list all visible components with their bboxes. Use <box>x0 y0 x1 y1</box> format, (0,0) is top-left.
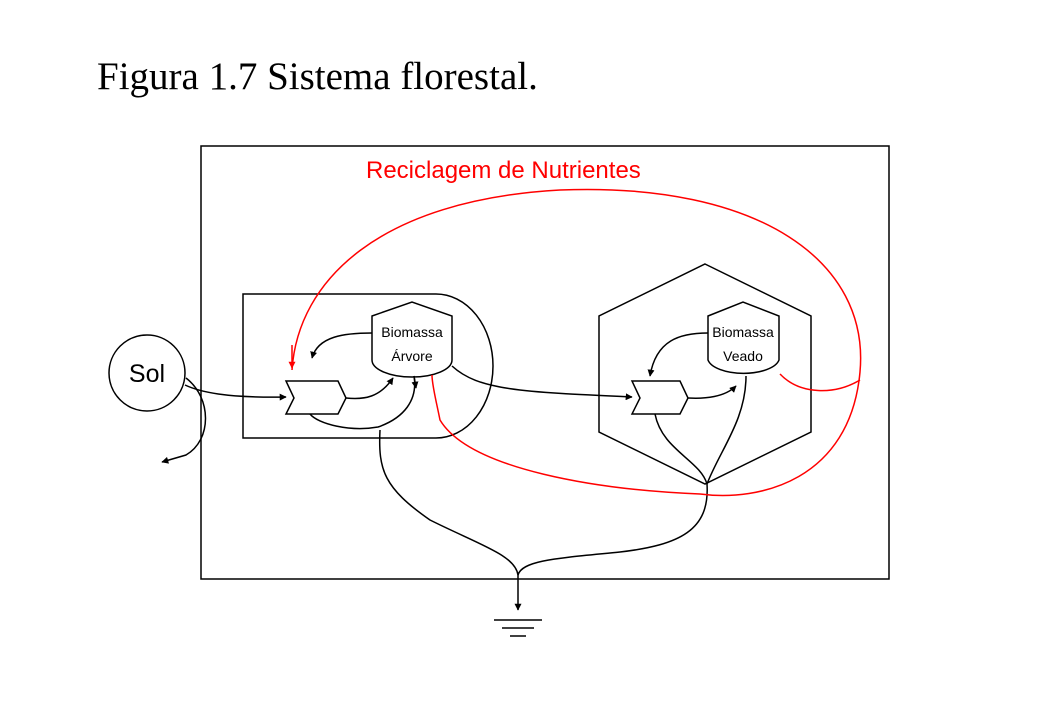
consumer-deer-hexagon <box>598 263 812 485</box>
energy-source-sun: Sol <box>108 334 186 412</box>
tank-storage-icon: Biomassa Veado <box>707 301 780 375</box>
deer-biomass-label-2: Veado <box>723 348 763 364</box>
producer-tree-shape <box>242 293 494 439</box>
sun-label: Sol <box>129 360 165 388</box>
tree-biomass-label-2: Árvore <box>391 348 432 364</box>
figure-caption: Figura 1.7 Sistema florestal. <box>97 55 538 98</box>
interaction-workgate-icon <box>284 380 347 415</box>
energy-flows <box>161 332 747 611</box>
nutrient-recycling-flows <box>288 188 862 497</box>
system-boundary <box>200 145 890 580</box>
tank-storage-icon: Biomassa Árvore <box>371 301 453 378</box>
interaction-workgate-icon <box>630 380 689 415</box>
heat-sink-ground-icon <box>494 619 542 637</box>
tree-biomass-label-1: Biomassa <box>381 324 443 340</box>
recycling-title: Reciclagem de Nutrientes <box>366 157 641 184</box>
deer-biomass-label-1: Biomassa <box>712 324 774 340</box>
